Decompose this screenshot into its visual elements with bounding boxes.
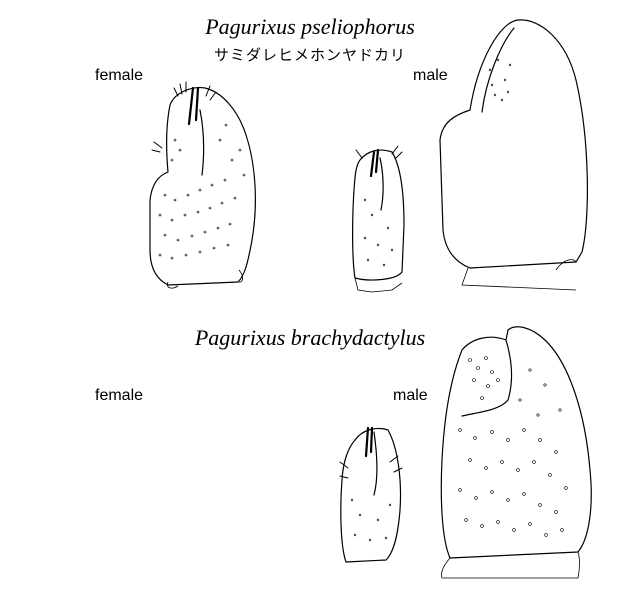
species-2-female-chela (339, 426, 403, 563)
species-2-title: Pagurixus brachydactylus (194, 325, 426, 350)
species-1-japanese-name: サミダレヒメホンヤドカリ (213, 46, 406, 64)
species-2-female-label: female (95, 387, 144, 404)
species-1-male-label: male (413, 67, 448, 84)
species-1-female-label: female (95, 67, 144, 84)
species-1-title: Pagurixus pseliophorus (205, 14, 415, 39)
species-2-male-chela (440, 326, 592, 579)
species-1-male-chela (439, 19, 589, 291)
species-1-female-chela (149, 81, 256, 289)
species-1-small-chela (352, 145, 405, 293)
species-2-male-label: male (393, 387, 428, 404)
